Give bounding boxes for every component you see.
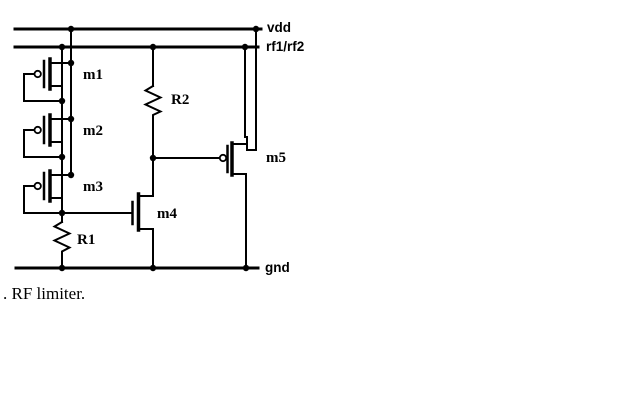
m1-gate-bubble-icon (33, 69, 42, 79)
junction-dot (67, 59, 75, 67)
transistor-m5 (218, 141, 248, 269)
junction-dot (58, 264, 66, 272)
transistor-m4 (131, 192, 154, 269)
label-m4: m4 (157, 206, 177, 222)
m3-gate-bubble-icon (33, 181, 42, 191)
vdd-drop-right (246, 28, 257, 151)
r2-zigzag (143, 84, 163, 119)
m1-gate-loop (23, 73, 63, 102)
rf-drop-right (244, 46, 248, 138)
junction-dot (58, 43, 66, 51)
junction-dot (58, 209, 66, 217)
resistor-r2 (143, 84, 163, 119)
m2-gate-bubble-icon (33, 125, 42, 135)
label-m2: m2 (83, 123, 103, 139)
junction-dot (149, 154, 157, 162)
junction-dot (242, 264, 250, 272)
label-r1: R1 (77, 232, 96, 248)
junction-dot (58, 97, 66, 105)
m5-source-rail-drops (244, 28, 257, 151)
figure-caption: . RF limiter. (3, 284, 86, 303)
junction-dot (58, 153, 66, 161)
label-m3: m3 (83, 179, 103, 195)
label-m1: m1 (83, 67, 103, 83)
resistor-r1 (52, 220, 72, 269)
transistor-m2 (23, 113, 72, 158)
junction-dot (67, 115, 75, 123)
label-rf1-rf2: rf1/rf2 (266, 39, 305, 54)
junction-dot (149, 264, 157, 272)
m5-gate-bubble-icon (218, 153, 228, 163)
m3-gate-loop (23, 185, 36, 214)
transistor-m1 (23, 57, 72, 102)
junction-dot (67, 25, 75, 33)
junction-dot (149, 43, 157, 51)
junction-dots (58, 25, 260, 272)
junction-dot (67, 171, 75, 179)
transistor-m3 (23, 169, 72, 214)
label-gnd: gnd (265, 260, 290, 275)
m2-gate-loop (23, 129, 63, 158)
label-r2: R2 (171, 92, 190, 108)
label-m5: m5 (266, 150, 286, 166)
junction-dot (252, 25, 260, 33)
label-vdd: vdd (267, 20, 292, 35)
r1-zigzag (52, 220, 72, 259)
junction-dot (241, 43, 249, 51)
